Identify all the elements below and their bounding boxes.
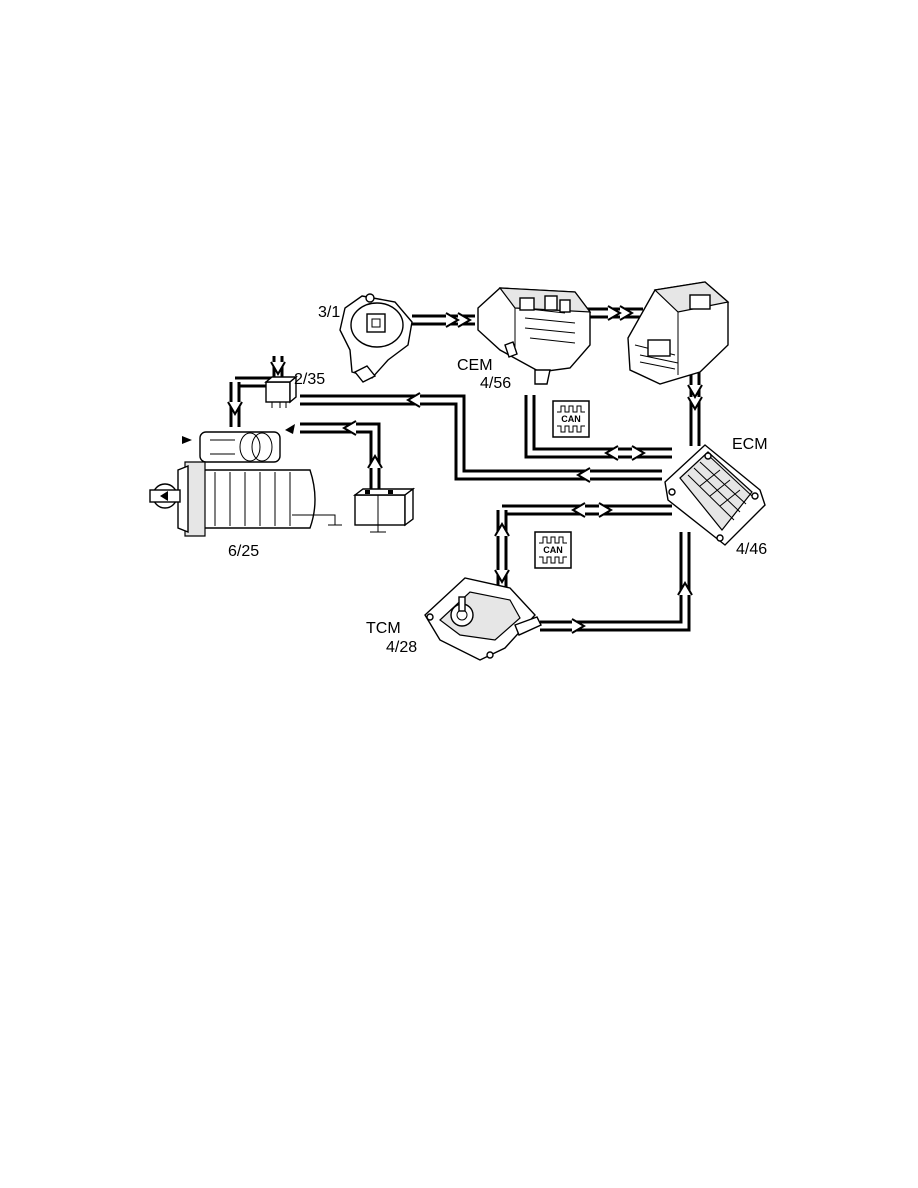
tcm-name-label: TCM xyxy=(366,620,401,637)
arrow-down-icon xyxy=(227,401,243,416)
ignition-switch-label: 3/1 xyxy=(318,304,340,321)
arrow-left-icon xyxy=(576,467,591,483)
component-labels: 3/1 2/35 CEM 4/56 ECM 4/46 TCM 4/28 6/25 xyxy=(228,304,768,656)
arrow-right-icon xyxy=(445,312,472,328)
arrow-up-icon xyxy=(367,454,383,469)
starter-relay xyxy=(264,375,298,408)
arrow-both-icon xyxy=(494,522,510,584)
tcm-module xyxy=(424,577,542,661)
arrow-left-icon xyxy=(406,392,421,408)
cem-name-label: CEM xyxy=(457,357,493,374)
ecm-number-label: 4/46 xyxy=(736,541,767,558)
arrow-right-icon xyxy=(607,305,634,321)
starter-motor xyxy=(149,424,342,537)
can-label: CAN xyxy=(543,545,563,555)
cem-module xyxy=(477,287,592,385)
signal-buses xyxy=(229,307,701,632)
starter-relay-label: 2/35 xyxy=(294,371,325,388)
arrow-right-icon xyxy=(571,618,586,634)
flow-arrows xyxy=(227,305,703,634)
cem-number-label: 4/56 xyxy=(480,375,511,392)
can-label: CAN xyxy=(561,414,581,424)
arrow-left-icon xyxy=(342,420,357,436)
starter-motor-label: 6/25 xyxy=(228,543,259,560)
arrow-both-icon xyxy=(604,445,646,461)
tcm-number-label: 4/28 xyxy=(386,639,417,656)
battery xyxy=(352,487,416,533)
can-badge: CAN xyxy=(552,400,590,438)
arrow-both-icon xyxy=(571,502,613,518)
arrow-up-icon xyxy=(677,581,693,596)
ecm-name-label: ECM xyxy=(732,436,768,453)
fuse-relay-module xyxy=(627,281,730,385)
arrow-down-icon xyxy=(687,384,703,411)
ecm-module xyxy=(664,444,766,546)
arrow-down-icon xyxy=(270,361,286,376)
ignition-switch xyxy=(339,293,413,383)
can-badge: CAN xyxy=(534,531,572,569)
